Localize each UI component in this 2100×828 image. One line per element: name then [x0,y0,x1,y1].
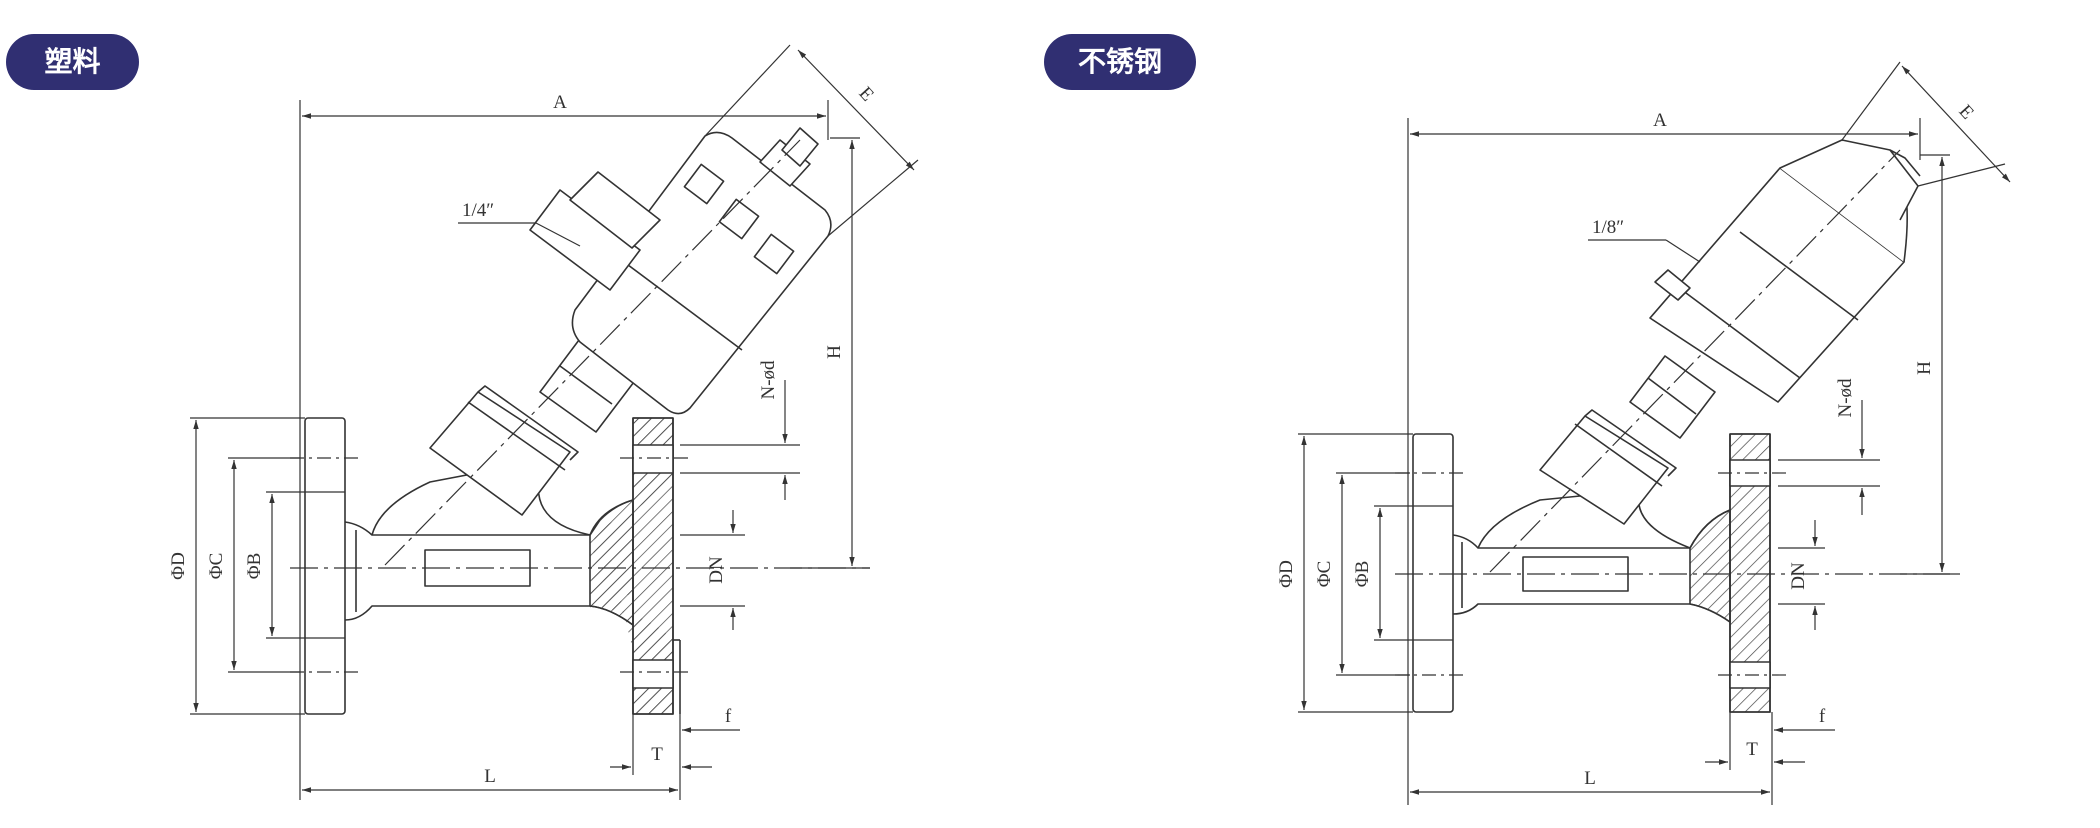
material-tag-stainless-steel: 不锈钢 [1044,34,1196,90]
dim-label-A: A [553,92,567,113]
dim-label-DN: DN [706,556,727,584]
dim-label-L: L [1584,768,1596,789]
material-tag-plastic: 塑料 [6,34,139,90]
dim-label-H: H [824,345,845,359]
dim-label-phi-D: ΦD [1276,560,1297,588]
dim-label-N-d: N-ød [1835,378,1856,418]
plastic-valve-drawing: A E H N-ød DN ΦD ΦC ΦB L T f 1/4″ [168,44,919,800]
air-port-label-plastic: 1/4″ [462,200,494,221]
dim-label-N-d: N-ød [758,360,779,400]
dim-label-f: f [1819,706,1826,727]
dim-label-phi-B: ΦB [1352,561,1373,588]
dim-label-phi-B: ΦB [244,553,265,580]
dim-label-A: A [1653,110,1667,131]
plastic-dimension-labels: A E H N-ød DN ΦD ΦC ΦB L T f 1/4″ [168,83,878,787]
dim-label-T: T [651,744,663,765]
dim-label-H: H [1914,361,1935,375]
dim-label-f: f [725,706,732,727]
dim-label-phi-C: ΦC [1314,561,1335,588]
stainless-valve-body [1394,139,1951,713]
dim-label-T: T [1746,739,1758,760]
plastic-dimension-lines [190,44,919,800]
dim-label-phi-D: ΦD [168,552,189,580]
stainless-valve-drawing: A E H N-ød DN ΦD ΦC ΦB L T f 1/8″ [1276,61,2011,805]
plastic-valve-body [289,127,871,715]
dim-label-DN: DN [1788,562,1809,590]
dim-label-E: E [854,83,877,106]
air-port-label-stainless: 1/8″ [1592,217,1624,238]
dim-label-L: L [484,766,496,787]
stainless-dimension-labels: A E H N-ød DN ΦD ΦC ΦB L T f 1/8″ [1276,101,1978,789]
dim-label-phi-C: ΦC [206,553,227,580]
stainless-dimension-lines [1298,61,2011,805]
dim-label-E: E [1954,101,1977,124]
